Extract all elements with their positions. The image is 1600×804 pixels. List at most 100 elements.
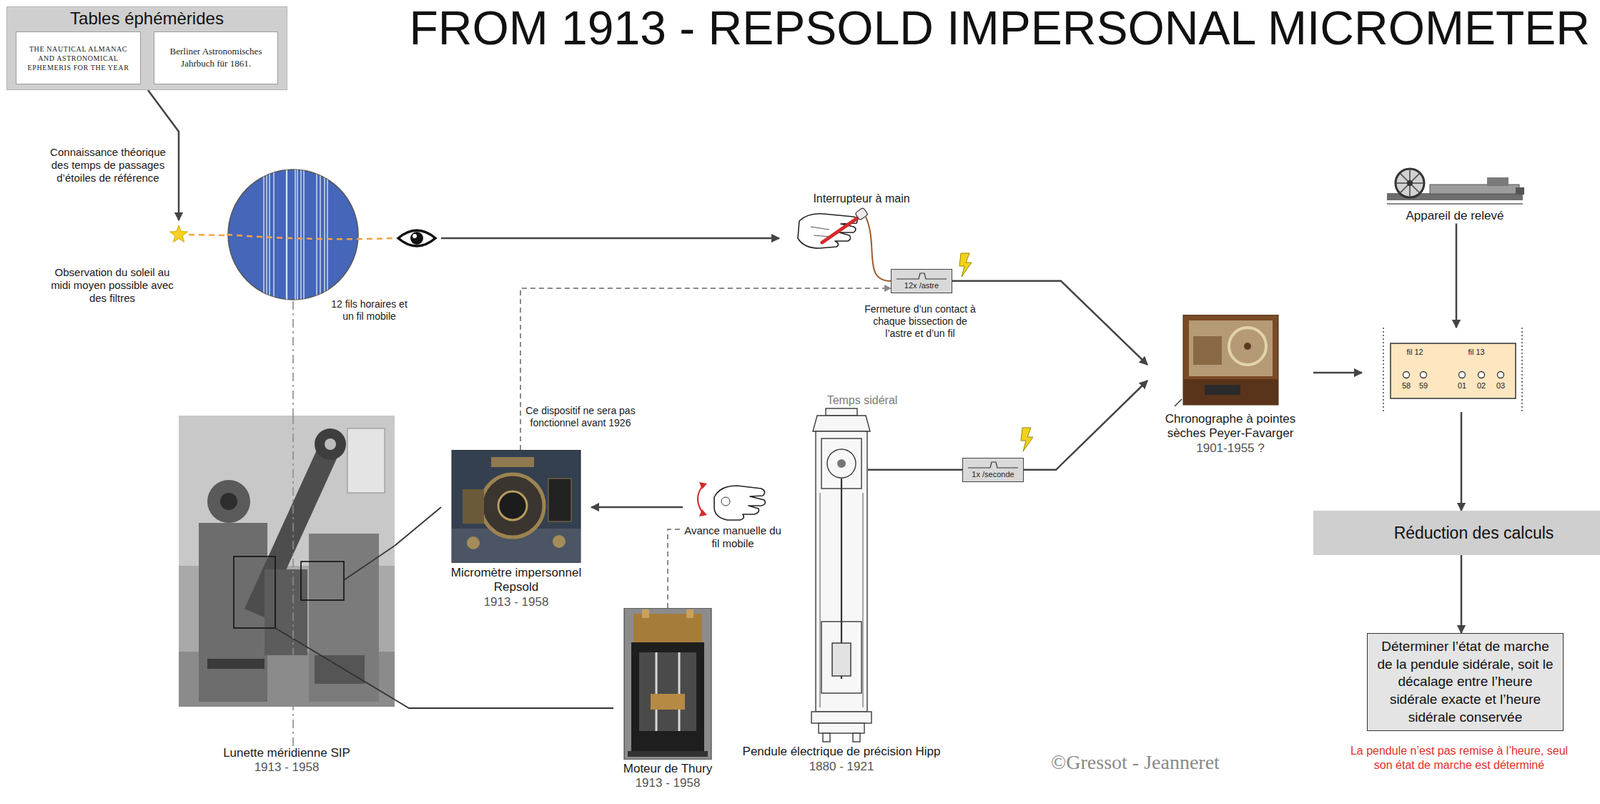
wire-label: fil 13 [1460, 347, 1493, 357]
illustration-part [233, 556, 276, 628]
ephemeris-panel: Tables éphémèridesTHE NAUTICAL ALMANAC A… [6, 6, 288, 91]
illustration-part [624, 607, 712, 760]
process-band: Réduction des calculs [1313, 510, 1600, 555]
illustration [1361, 327, 1545, 412]
illustration-part [481, 473, 545, 537]
field-caption: 12 fils horaires et un fil mobile [324, 298, 414, 323]
illustration-part [1403, 371, 1410, 379]
lightning-icon [1020, 427, 1034, 452]
star-path [188, 234, 228, 236]
illustration-part [347, 428, 385, 493]
illustration-part [721, 496, 730, 506]
connector [441, 237, 780, 240]
illustration-part [699, 481, 708, 490]
illustration-part [832, 642, 851, 676]
illustration-part [1183, 378, 1279, 405]
date-range: 1901-1955 ? [1147, 441, 1314, 456]
illustration-part [343, 545, 395, 580]
illustration-part [642, 609, 650, 618]
illustration-part [285, 168, 288, 301]
annotation: Connaissance théorique des temps de pass… [46, 145, 170, 185]
illustration-part [1386, 203, 1523, 205]
illustration-part [300, 168, 301, 301]
illustration-part [815, 431, 868, 712]
illustration [178, 415, 395, 746]
illustration-part [308, 533, 379, 702]
lightning-icon [959, 253, 972, 277]
watermark: ©Gressot - Jeanneret [1050, 750, 1266, 774]
illustration-part [265, 168, 267, 301]
illustration-part [314, 654, 365, 684]
connector [952, 280, 1148, 365]
illustration [734, 406, 949, 743]
illustration-part [862, 492, 864, 708]
illustration-part [1487, 177, 1509, 186]
illustration-part [324, 438, 337, 450]
illustration-part [228, 169, 359, 300]
illustration-part [462, 489, 485, 524]
connector [1313, 371, 1362, 374]
connector [1023, 380, 1148, 470]
illustration-part [1193, 336, 1222, 365]
illustration-part [818, 722, 865, 733]
illustration-part [1406, 180, 1413, 186]
illustration [226, 168, 442, 301]
telescope-field: 12 fils horaires et un fil mobile [226, 168, 442, 327]
illustration-part [1521, 327, 1523, 412]
annotation: Ce dispositif ne sera pas fonctionnel av… [523, 404, 638, 429]
strip-record: fil 12fil 135859010203 [1361, 327, 1545, 412]
illustration-part [1379, 163, 1530, 209]
illustration-part [779, 205, 944, 256]
illustration [964, 459, 1022, 470]
manual-drive-hand: Avance manuelle du fil mobile [682, 475, 783, 550]
figure-caption: Avance manuelle du fil mobile [682, 524, 783, 550]
illustration-part [466, 536, 480, 550]
illustration-part [207, 479, 251, 523]
illustration-part [326, 168, 328, 301]
illustration-part [491, 456, 535, 467]
illustration [682, 475, 783, 525]
illustration-part [797, 213, 858, 249]
illustration-part [303, 168, 304, 301]
illustration-part [650, 693, 685, 710]
second-mark: 58 [1397, 381, 1415, 391]
illustration-part [1478, 371, 1485, 379]
illustration-part [1420, 371, 1427, 379]
illustration-part [1361, 327, 1545, 412]
result-box: Déterminer l’état de marche de la pendul… [1366, 632, 1564, 731]
illustration-part [1243, 342, 1252, 350]
illustration-part [655, 652, 658, 731]
reference-star [170, 225, 189, 243]
illustration-part [822, 732, 831, 742]
diagram-title: FROM 1913 - REPSOLD IMPERSONAL MICROMETE… [408, 1, 1590, 56]
illustration-part [811, 711, 872, 723]
micrometer-photo: Micromètre impersonnel Repsold1913 - 195… [441, 449, 592, 610]
illustration-part [682, 475, 783, 525]
illustration-part [1395, 168, 1425, 198]
illustration-part [1228, 327, 1267, 365]
figure-caption: Appareil de relevé [1379, 208, 1530, 224]
wire-label: fil 12 [1399, 347, 1431, 357]
thury-motor-photo: Moteur de Thury1913 - 1958 [613, 607, 723, 791]
illustration-part [1459, 371, 1466, 379]
illustration-part [548, 478, 572, 522]
pulse-rate: 12x /astre [892, 280, 951, 291]
illustration-part [220, 492, 238, 510]
warning-note: La pendule n’est pas remise à l’heure, s… [1348, 743, 1570, 773]
illustration-part [686, 609, 694, 618]
illustration-part [812, 415, 871, 432]
connector [292, 300, 294, 416]
connector [867, 468, 963, 472]
illustration-part [810, 226, 831, 237]
illustration-part [627, 750, 708, 757]
illustration-part [296, 168, 298, 301]
illustration-part [314, 428, 347, 460]
illustration-part [226, 168, 442, 301]
second-mark: 02 [1472, 381, 1490, 391]
pulse-rate: 1x /seconde [964, 469, 1022, 479]
illustration-part [441, 449, 592, 563]
illustration-part [822, 216, 860, 243]
recorder-figure: Appareil de relevé [1379, 163, 1530, 224]
illustration-part [226, 234, 394, 239]
